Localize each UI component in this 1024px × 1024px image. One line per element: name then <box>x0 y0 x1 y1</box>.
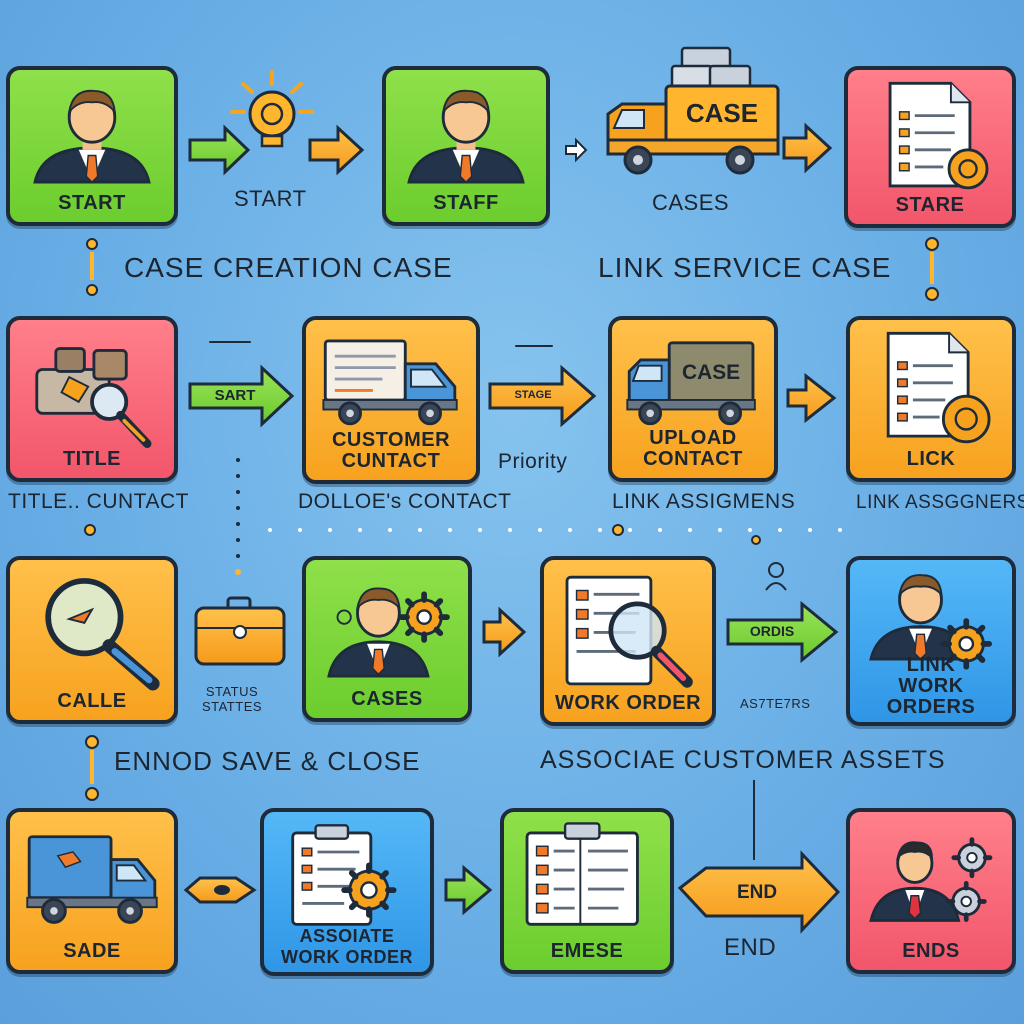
card-label: START <box>58 192 126 214</box>
arrow-label-stage: STAGE <box>514 389 552 401</box>
briefcase-magnifier-icon <box>35 347 152 449</box>
card-label: TITLE <box>62 448 122 470</box>
arrow-r2-start <box>188 364 295 428</box>
arrow-label-order: ORDIS <box>749 623 795 639</box>
step-card-r3c2[interactable]: CASES <box>302 556 472 722</box>
arrow-r2-stage <box>488 364 597 428</box>
card-label: EMESE <box>550 940 624 962</box>
truck-text: CASE <box>682 361 740 384</box>
businessman-gears-icon <box>869 837 993 922</box>
caption-link-assignments-2: LINK ASSGGNERS <box>856 492 1024 513</box>
sun-coin-icon <box>230 70 314 148</box>
heading-case-creation: CASE CREATION CASE <box>124 252 453 283</box>
caption-status: STATUS STATTES <box>201 684 263 714</box>
card-label: STARE <box>895 194 965 216</box>
card-label: ASSOIATE WORK ORDER <box>281 926 413 967</box>
step-card-r4c2[interactable]: ASSOIATE WORK ORDER <box>260 808 434 976</box>
heading-associate-assets: ASSOCIAE CUSTOMER ASSETS <box>540 746 946 774</box>
caption-start: START <box>234 186 307 211</box>
caption-title-contact: TITLE.. CUNTACT <box>8 490 189 513</box>
connector-left-3 <box>85 735 99 801</box>
step-card-r2c2[interactable]: CUSTOMER CUNTACT <box>302 316 480 484</box>
arrow-label-end: END <box>736 882 778 903</box>
caption-cases: CASES <box>652 190 730 215</box>
arrow-r1-a <box>188 124 251 176</box>
caption-link-assignments-1: LINK ASSIGMENS <box>612 490 796 513</box>
briefcase-icon <box>194 596 286 666</box>
document-coin-icon <box>886 331 991 444</box>
step-card-r4c1[interactable]: SADE <box>6 808 178 974</box>
caption-end: END <box>724 934 777 961</box>
connector-left-1 <box>86 238 98 296</box>
card-label: STAFF <box>433 192 499 214</box>
card-label: WORK ORDER <box>554 692 702 714</box>
document-magnifier-icon <box>565 575 693 688</box>
heading-link-service: LINK SERVICE CASE <box>598 252 892 283</box>
arrow-r1-d <box>782 122 833 174</box>
businessman-gear-icon <box>869 574 992 670</box>
step-card-r2c4[interactable]: LICK <box>846 316 1016 482</box>
step-card-r2c3[interactable]: CASE UPLOAD CONTACT <box>608 316 778 482</box>
heading-save-close: ENNOD SAVE & CLOSE <box>114 746 421 776</box>
connector-center-dots <box>235 458 241 575</box>
card-label: ENDS <box>902 940 960 962</box>
truck-case-illustration: CASE <box>600 44 780 184</box>
card-label: CUSTOMER CUNTACT <box>331 429 451 472</box>
arrow-r2-right <box>786 372 837 424</box>
connector-right-1 <box>925 237 939 301</box>
card-label: CALLE <box>57 690 127 712</box>
step-card-r3c4[interactable]: LINK WORK ORDERS <box>846 556 1016 726</box>
arrow-r1-c <box>565 137 588 163</box>
truck-case-text: CASE <box>686 98 758 128</box>
arrow-r3-order <box>726 600 839 664</box>
arrow-r4-b <box>444 864 493 916</box>
step-card-r1c1[interactable]: START <box>6 66 178 226</box>
clipboard-gear-icon <box>291 824 397 926</box>
step-card-r1c4[interactable]: STARE <box>844 66 1016 228</box>
step-card-r2c1[interactable]: TITLE <box>6 316 178 482</box>
caption-priority: Priority <box>498 450 568 473</box>
caption-collect-contact: DOLLOE's CONTACT <box>298 490 512 513</box>
arrow-r3-a <box>482 606 527 658</box>
connector-row-dots <box>268 528 842 532</box>
delivery-truck-icon <box>26 835 158 924</box>
arrow-r4-a <box>183 876 257 904</box>
businessman-gear-icon <box>327 587 450 678</box>
card-label: SADE <box>63 940 121 962</box>
magnifier-icon <box>45 578 160 691</box>
card-label: LINK WORK ORDERS <box>886 654 976 718</box>
step-card-r1c2[interactable]: STAFF <box>382 66 550 226</box>
dash-lines <box>209 341 553 347</box>
small-figure-icon <box>765 562 787 591</box>
arrow-r1-b <box>308 124 365 176</box>
connector-dots-small <box>84 524 761 545</box>
businessman-icon <box>33 89 151 184</box>
arrow-label-start: SART <box>214 387 256 404</box>
step-card-r4c3[interactable]: EMESE <box>500 808 674 974</box>
caption-assets-small: AS7TE7RS <box>740 696 811 711</box>
step-card-r4c4[interactable]: ENDS <box>846 808 1016 974</box>
step-card-r3c3[interactable]: WORK ORDER <box>540 556 716 726</box>
delivery-truck-icon <box>322 339 458 426</box>
delivery-truck-icon: CASE <box>606 46 780 175</box>
card-label: UPLOAD CONTACT <box>643 427 743 470</box>
businessman-icon <box>407 89 525 184</box>
card-label: CASES <box>351 688 423 710</box>
card-label: LICK <box>906 448 956 470</box>
arrow-r4-end <box>677 850 841 934</box>
step-card-r3c1[interactable]: CALLE <box>6 556 178 724</box>
clipboard-icon <box>525 822 639 926</box>
document-coin-icon <box>888 81 989 190</box>
delivery-truck-icon: CASE <box>626 341 756 426</box>
